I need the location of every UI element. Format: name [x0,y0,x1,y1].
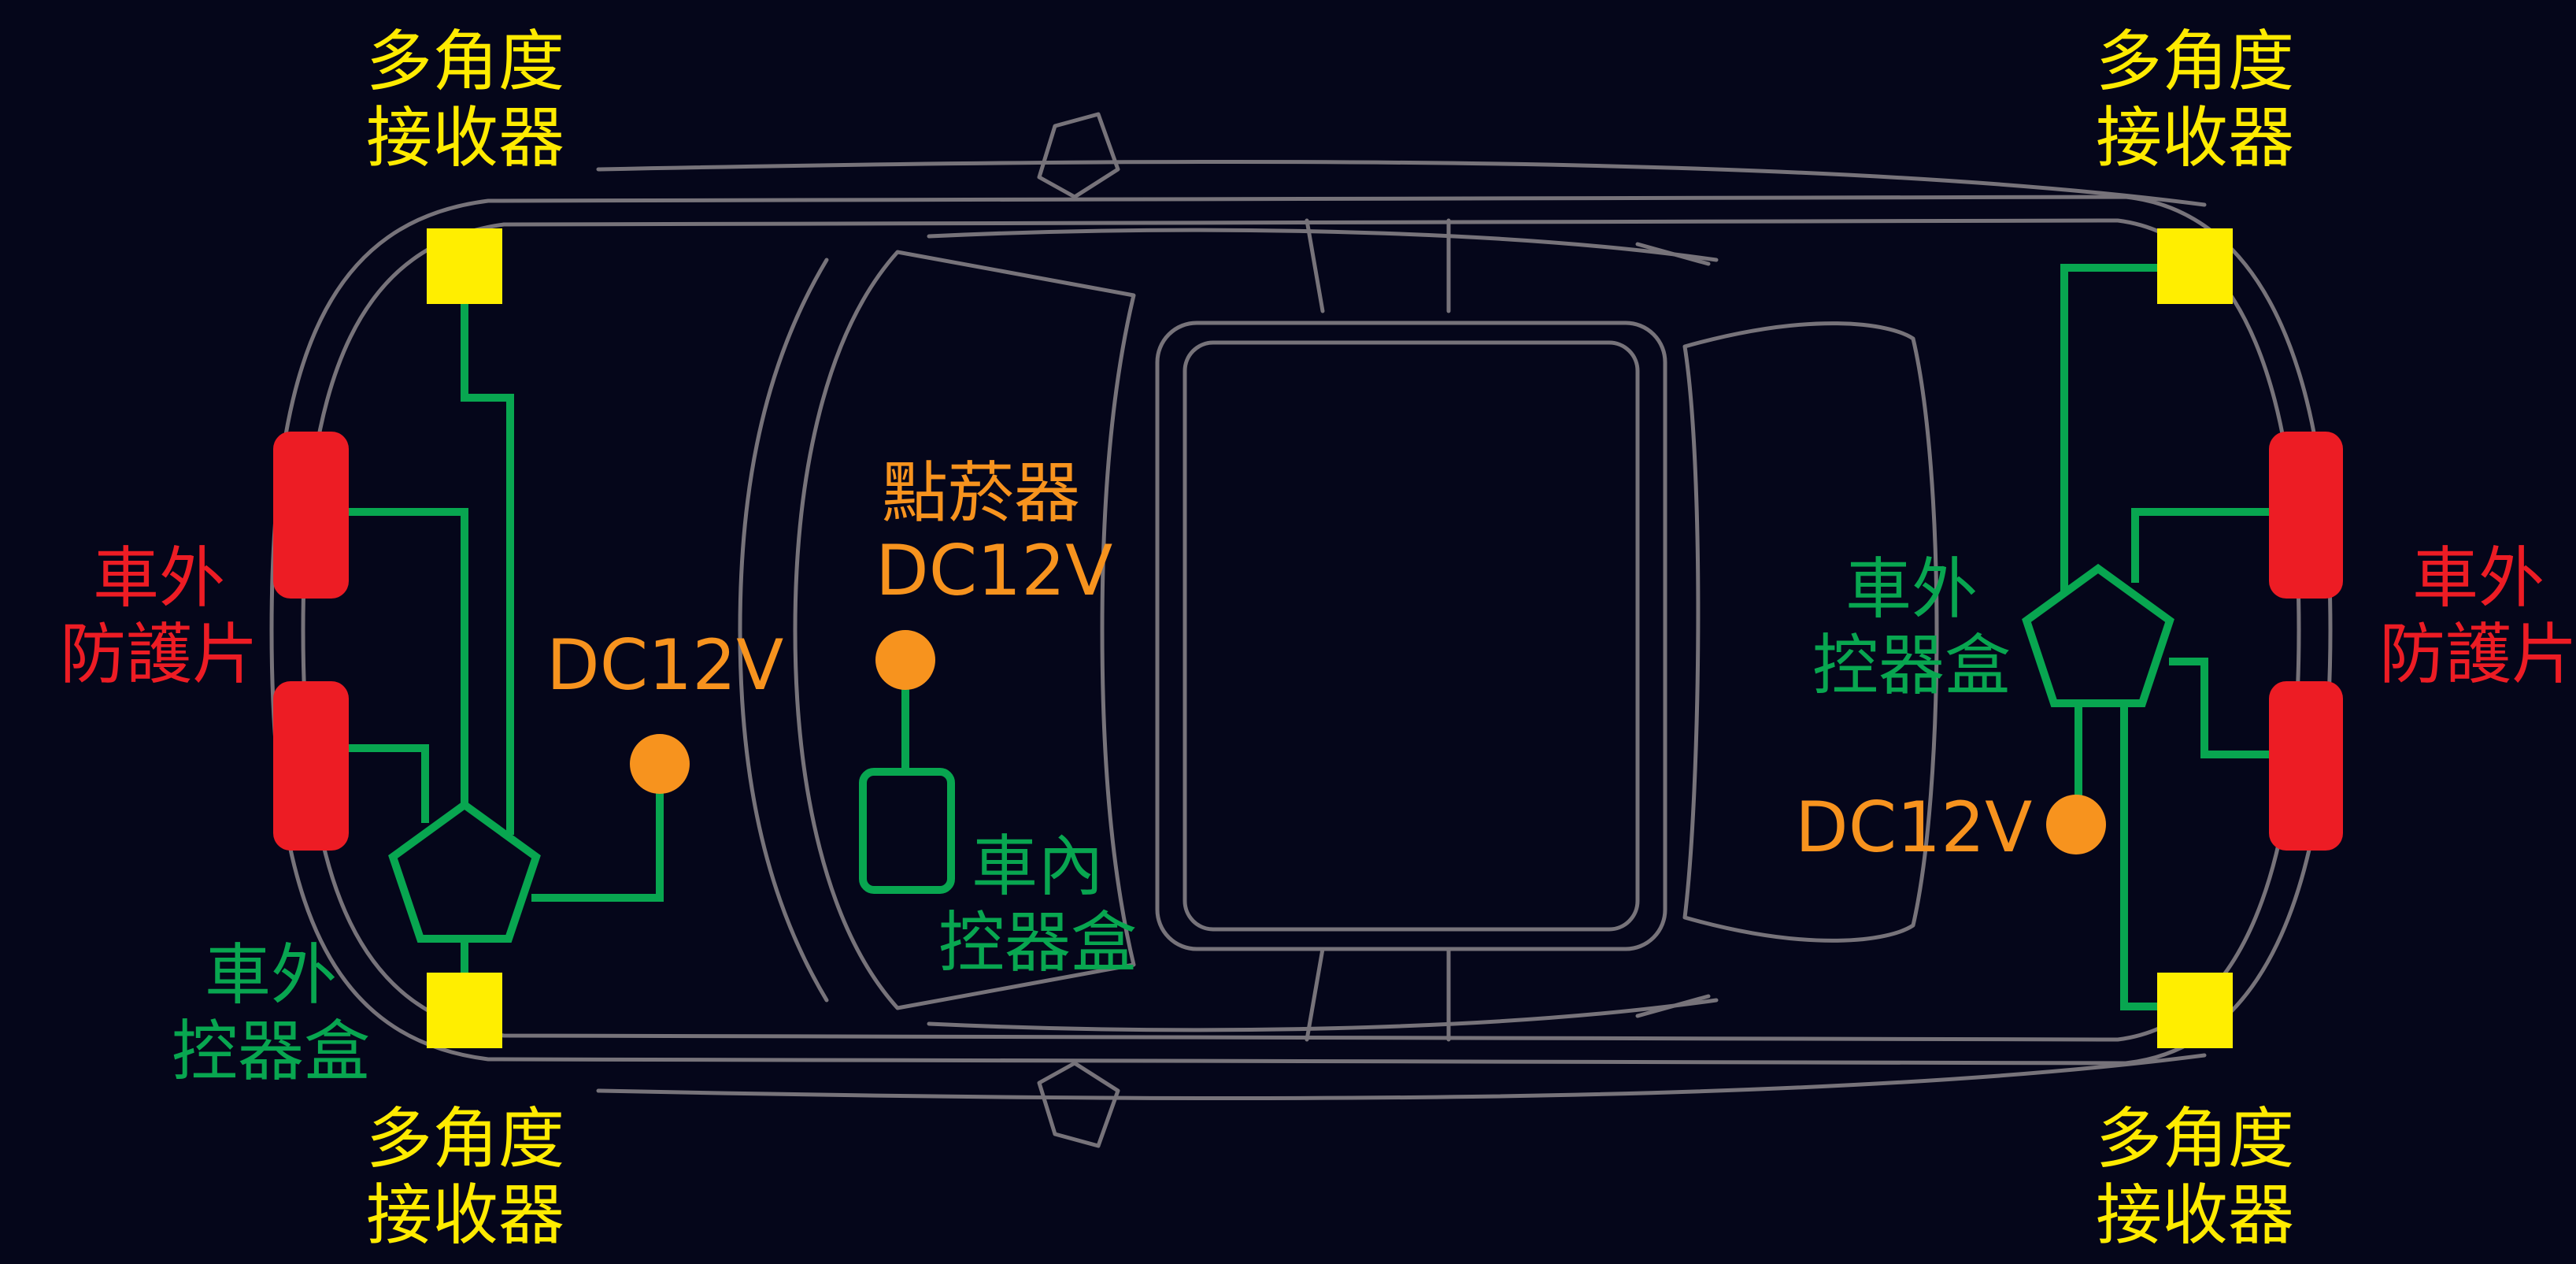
outer-controller-left-label: 車外 控器盒 [172,936,371,1091]
inner-controller-label-line1: 車內 [972,828,1105,905]
guard-label-line2: 防護片 [60,616,259,694]
dc-right-power-icon [2046,795,2106,854]
outer-controller-label-line2: 控器盒 [1812,627,2012,705]
rear-window [1682,321,1939,943]
car-body-inner [301,218,2301,1042]
guard-label-line1: 車外 [93,539,226,617]
guard-right-upper-icon [2269,432,2343,599]
receiver-bottom-right-label: 多角度 接收器 [2096,1100,2295,1255]
receiver-label-line2: 接收器 [366,1177,565,1255]
receiver-bottom-left-icon [427,973,502,1048]
receiver-label-line1: 多角度 [2096,1100,2295,1177]
inner-controller-label: 車內 控器盒 [938,828,1137,982]
roof [1183,340,1640,932]
car-side-top [596,159,2207,207]
inner-controller-box [859,768,955,894]
car-body-outer [269,195,2333,1066]
wire-left-guard-upper [346,508,468,803]
lighter-label-line1: 點菸器 [882,454,1081,532]
receiver-label-line1: 多角度 [366,1100,565,1177]
lighter-dc-label: DC12V [875,530,1113,611]
inner-controller-label-line2: 控器盒 [938,904,1138,982]
dc-left-text: DC12V [546,625,784,706]
dc-left-power-icon [630,734,690,794]
receiver-label-line2: 接收器 [2096,99,2295,177]
wiring [346,264,2271,1010]
receiver-top-right-label: 多角度 接收器 [2096,23,2295,177]
lighter-dc-text: DC12V [875,530,1113,611]
receiver-label-line1: 多角度 [2096,23,2295,100]
guard-left-label: 車外 防護片 [60,539,259,694]
guard-left-upper-icon [273,432,349,599]
receiver-bottom-left-label: 多角度 接收器 [366,1100,565,1255]
dc-right-text: DC12V [1795,787,2033,868]
hood-line [738,258,829,1003]
wire-left-guard-lower [346,744,429,823]
guard-right-lower-icon [2269,681,2343,851]
guard-label-line1: 車外 [2412,539,2545,617]
receiver-top-left-icon [427,228,502,304]
dc-left-label: DC12V [546,625,783,706]
left-outer-controller-icon [388,799,541,943]
mirror-left [1037,112,1120,199]
receiver-bottom-right-icon [2157,973,2233,1048]
dc-right-label: DC12V [1795,787,2033,868]
mirror-right [1037,1061,1120,1148]
receiver-top-right-icon [2157,228,2233,304]
outer-controller-label-line1: 車外 [205,936,338,1014]
door-line-top [927,228,1719,262]
receiver-top-left-label: 多角度 接收器 [366,23,565,177]
lighter-power-icon [875,630,935,690]
receiver-label-line2: 接收器 [2096,1177,2295,1255]
outer-controller-label-line1: 車外 [1845,550,1978,628]
receiver-label-line1: 多角度 [366,23,565,100]
guard-left-lower-icon [273,681,349,851]
outer-controller-right-label: 車外 控器盒 [1812,550,2012,705]
wire-left-dc [531,768,664,902]
lighter-label: 點菸器 [882,454,1081,532]
right-outer-controller-icon [2022,563,2174,707]
wire-right-guard-lower [2169,658,2271,758]
wire-right-top-receiver [2060,264,2157,595]
guard-label-line2: 防護片 [2379,616,2576,694]
outer-controller-label-line2: 控器盒 [172,1013,371,1091]
guard-right-label: 車外 防護片 [2379,539,2576,694]
wire-right-guard-upper [2131,508,2271,583]
door-handle-top [1305,218,1711,313]
wire-right-bottom-receiver [2120,705,2157,1010]
door-handle-bottom [1305,947,1711,1042]
receiver-label-line2: 接收器 [366,99,565,177]
windshield [793,250,1136,1010]
car-side-bottom [596,1053,2207,1101]
door-line-bottom [927,998,1719,1032]
car-outline [269,112,2333,1148]
roof-inner [1155,321,1667,951]
wire-left-top-receiver [461,303,514,835]
